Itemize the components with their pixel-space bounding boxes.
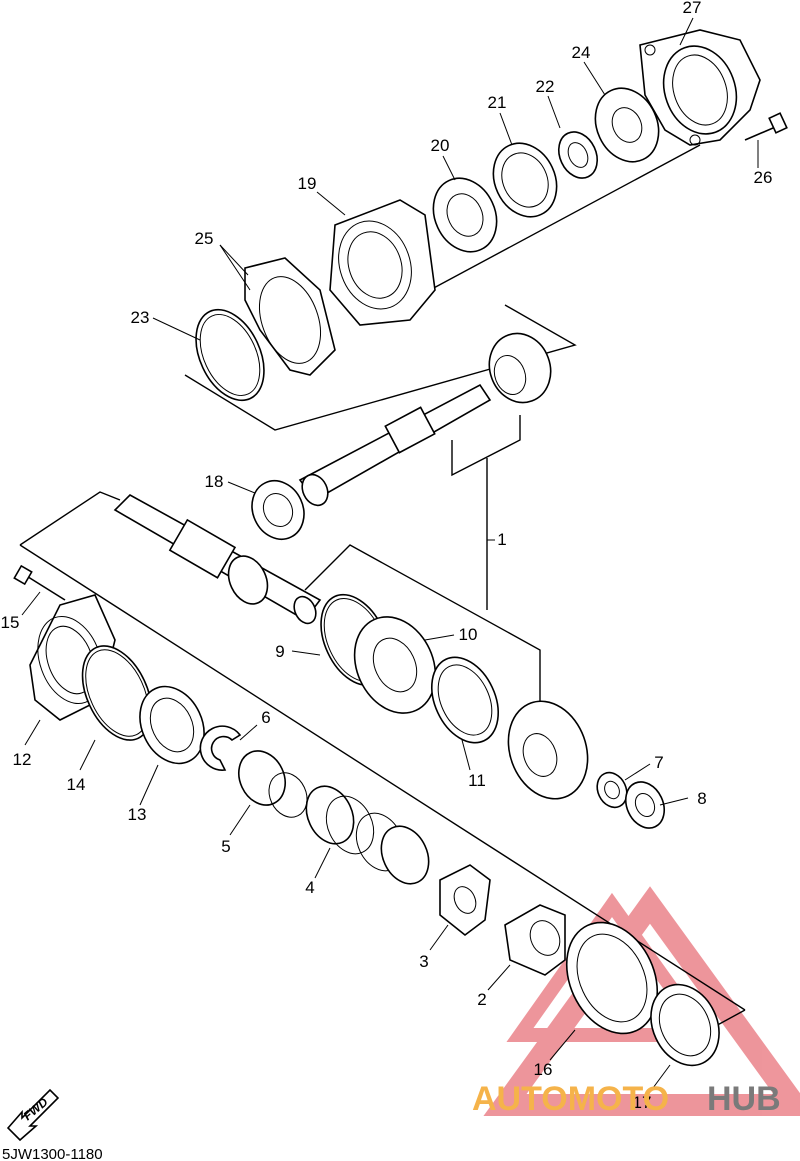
watermark-logo — [483, 886, 800, 1116]
callout-7: 7 — [654, 753, 663, 772]
part-22-nut — [557, 131, 599, 179]
callout-15: 15 — [1, 613, 20, 632]
callout-14: 14 — [67, 775, 86, 794]
callout-16: 16 — [534, 1060, 553, 1079]
callout-3: 3 — [419, 952, 428, 971]
part-2-hub — [504, 904, 566, 976]
callout-6: 6 — [261, 708, 270, 727]
part-14-o-ring — [81, 645, 153, 741]
part-4-spring — [305, 785, 430, 885]
callout-20: 20 — [431, 136, 450, 155]
callout-1: 1 — [497, 530, 506, 549]
callout-12: 12 — [13, 750, 32, 769]
callout-8: 8 — [697, 789, 706, 808]
part-20-bearing — [432, 177, 498, 253]
watermark-text: AUTOMOTO HUB — [472, 1080, 781, 1118]
part-5-collar — [238, 750, 308, 818]
watermark-auto: AUTOMOTO — [472, 1080, 669, 1118]
callout-23: 23 — [131, 308, 150, 327]
part-16-ring-gear — [565, 921, 659, 1035]
callout-17: 17 — [633, 1093, 652, 1112]
part-26-bolt — [744, 112, 788, 141]
part-19-bearing-housing — [329, 199, 436, 326]
part-25-shim — [244, 257, 336, 376]
callout-13: 13 — [128, 805, 147, 824]
part-24-seal — [594, 87, 660, 163]
part-17-bearing — [650, 983, 720, 1067]
callout-11: 11 — [468, 771, 486, 790]
part-3-clutch-dog — [439, 864, 491, 937]
callout-4: 4 — [305, 878, 314, 897]
diagram-code: 5JW1300-1180 — [2, 1146, 103, 1161]
part-bevel-gear — [507, 700, 589, 800]
callout-27: 27 — [683, 0, 702, 17]
fwd-arrow-icon: FWD — [6, 1088, 60, 1142]
part-11-bearing-race — [431, 656, 499, 744]
part-10-bearing — [353, 616, 437, 714]
part-8-nut — [624, 781, 666, 829]
callout-26: 26 — [754, 168, 773, 187]
part-1-gear-shaft — [298, 332, 552, 507]
callout-25: 25 — [195, 229, 214, 248]
callout-24: 24 — [572, 43, 591, 62]
callout-2: 2 — [477, 990, 486, 1009]
group-outline-upper — [184, 304, 577, 431]
part-7-lock-washer — [596, 771, 628, 809]
callout-5: 5 — [221, 837, 230, 856]
part-18-bearing — [251, 480, 305, 540]
callout-9: 9 — [275, 642, 284, 661]
callout-19: 19 — [298, 174, 317, 193]
leader-lines — [21, 17, 759, 1093]
callout-21: 21 — [488, 93, 507, 112]
watermark-hub: HUB — [707, 1080, 781, 1118]
part-13-seal — [139, 685, 205, 765]
part-23-o-ring — [195, 308, 265, 402]
part-15-bolt — [13, 564, 66, 601]
part-27-housing — [639, 29, 761, 146]
callout-10: 10 — [459, 625, 478, 644]
part-6-circlip — [199, 725, 242, 771]
part-21-bearing — [492, 142, 558, 218]
part-shaft-lower — [113, 494, 322, 625]
callout-22: 22 — [536, 77, 555, 96]
callout-18: 18 — [205, 472, 224, 491]
